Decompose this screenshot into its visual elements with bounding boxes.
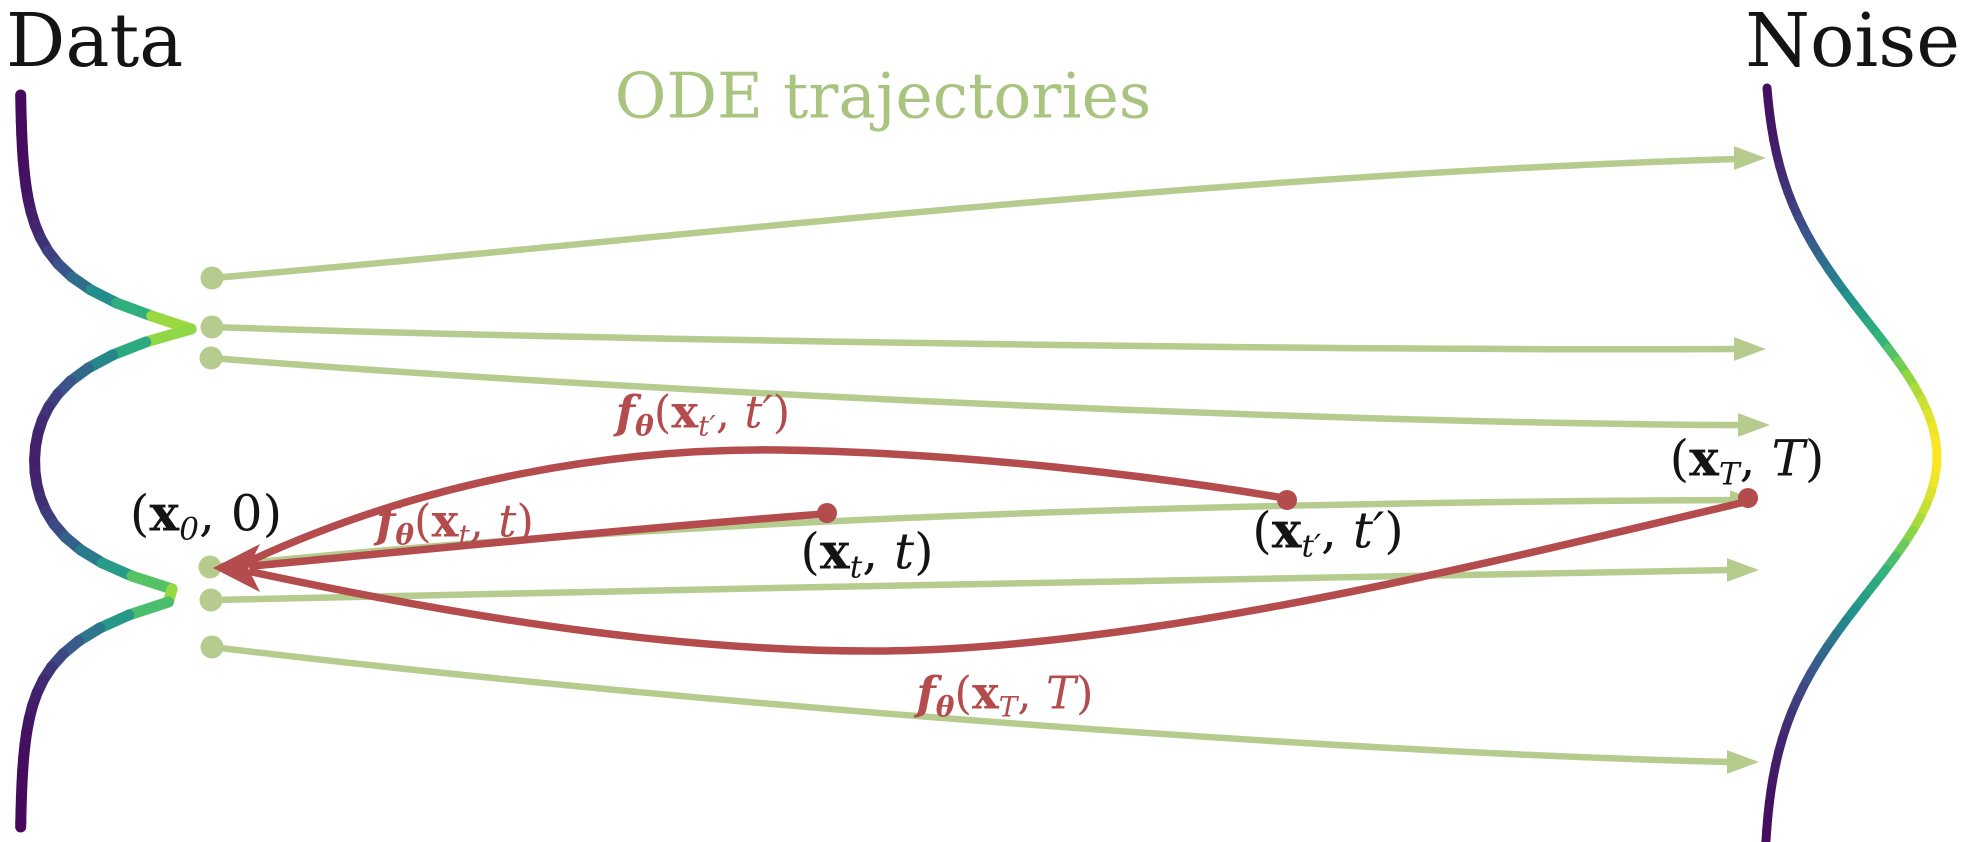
label-xtprime-part: t′ [1301,528,1322,565]
label-f-xtprime-part: f [615,385,636,439]
label-xT-part: ) [1804,429,1825,488]
data-density-bimodal-segment [111,297,158,322]
ode-trajectories-title: ODE trajectories [614,59,1152,133]
label-xtprime-part: ) [1384,501,1404,560]
trajectory-1-arrowhead-icon [1734,146,1766,170]
label-x0-part: , [198,484,231,543]
trajectory-6-start-dot [200,635,224,659]
label-f-xtprime-part: ( [653,385,672,439]
label-x0-part: 0 [230,484,263,543]
label-f-xtprime-part: t′ [698,409,716,443]
trajectory-1-start-dot [200,266,224,290]
label-f-xt-part: , [469,494,499,548]
label-x0-part: 0 [179,511,199,548]
label-f-xtprime-part: t′ [744,385,773,439]
label-xt-part: t [893,522,915,581]
label-xT-part: T [1718,456,1740,493]
label-f-xtprime-part: θ [635,409,654,443]
label-x0-part: ( [129,484,150,543]
label-xT-part: , [1739,429,1772,488]
trajectory-3-line [207,354,1744,429]
data-distribution-label: Data [6,0,184,84]
noise-distribution-label: Noise [1745,0,1960,84]
label-f-xt: fθ(xt, t) [376,499,534,550]
label-x0: (x0, 0) [130,488,282,548]
label-xT-part: ( [1669,429,1690,488]
label-xtprime-part: , [1321,501,1353,560]
label-xtprime: (xt′, t′) [1252,505,1404,565]
label-xtprime-part: t′ [1352,501,1385,560]
label-f-xT-part: T [1046,666,1077,720]
trajectory-5-arrowhead-icon [1727,558,1759,582]
label-f-xtprime-part: ) [772,385,791,439]
trajectory-2-line [208,323,1740,353]
label-xt-part: x [819,521,850,581]
label-f-xtprime-part: , [715,385,745,439]
label-f-xtprime: fθ(xt′, t′) [616,390,790,441]
label-f-xtprime-part: x [671,385,699,439]
label-f-xt-part: f [376,494,396,548]
point-xT-dot [1738,488,1758,508]
label-xt-part: ) [914,522,934,581]
label-f-xt-part: ( [414,494,432,548]
trajectory-6-line [208,643,1734,766]
trajectory-3-arrowhead-icon [1738,413,1770,437]
trajectory-3-start-dot [199,346,223,370]
data-density-bimodal-segment [107,336,152,361]
label-f-xt-part: t [458,518,470,552]
data-density-bimodal-segment [123,596,174,621]
trajectory-5-start-dot [199,588,223,612]
label-f-xt-part: ) [516,494,534,548]
label-f-xT-part: θ [935,690,955,724]
f-curve-xt [248,510,828,570]
label-x0-part: ) [262,484,283,543]
label-xT: (xT, T) [1670,433,1825,493]
point-xtprime-dot [1277,490,1297,510]
data-density-bimodal-segment [126,570,178,595]
label-f-xt-part: t [498,494,517,548]
label-xtprime-part: x [1271,500,1302,560]
trajectory-1-line [208,155,1740,282]
label-xt-part: ( [800,522,820,581]
trajectory-2-start-dot [200,315,224,339]
data-density-bimodal-segment [140,323,197,348]
label-f-xT-part: x [971,666,999,720]
label-f-xT-part: ( [954,666,972,720]
label-x0-part: x [149,483,180,543]
label-f-xT-part: , [1017,666,1047,720]
noise-density-gaussian-segment [1761,824,1772,842]
trajectory-6-arrowhead-icon [1727,750,1759,774]
label-f-xt-part: x [431,494,459,548]
label-f-xt-part: θ [395,518,415,552]
label-f-xT-part: T [998,690,1018,724]
f-curve-xtprime [248,446,1288,564]
label-xt: (xt, t) [800,526,933,586]
label-f-xT-part: f [916,666,936,720]
label-xT-part: T [1771,429,1805,488]
consistency-arrowhead-icon [213,544,260,592]
trajectory-5-line [207,566,1734,604]
label-f-xT-part: ) [1076,666,1094,720]
label-xt-part: , [862,522,894,581]
label-xtprime-part: ( [1252,501,1272,560]
f-curve-xT [248,498,1749,655]
label-xt-part: t [849,549,863,586]
label-xT-part: x [1689,428,1719,488]
point-xt-dot [817,503,837,523]
label-f-xT: fθ(xT, T) [916,671,1093,722]
trajectory-2-arrowhead-icon [1734,337,1766,361]
trajectory-4-start-dot [198,555,222,579]
